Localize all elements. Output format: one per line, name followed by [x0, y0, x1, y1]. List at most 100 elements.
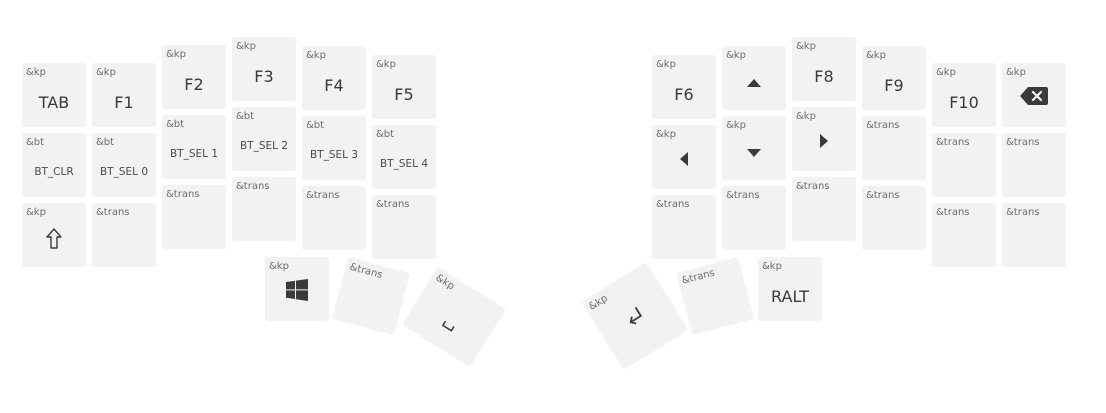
- key-left-r2-c3[interactable]: &trans: [232, 177, 296, 241]
- key-left-thumb-1[interactable]: &trans: [331, 256, 411, 336]
- key-right-r2-c4[interactable]: &trans: [932, 203, 996, 267]
- key-behavior: &trans: [656, 199, 690, 210]
- key-right-r2-c0[interactable]: &trans: [652, 195, 716, 259]
- key-left-r1-c1[interactable]: &bt BT_SEL 0: [92, 133, 156, 197]
- key-right-r2-c3[interactable]: &trans: [862, 186, 926, 250]
- caret-down-icon: [722, 140, 786, 166]
- key-behavior: &kp: [26, 207, 46, 218]
- key-right-r1-c2[interactable]: &kp: [792, 107, 856, 171]
- key-right-r1-c4[interactable]: &trans: [932, 133, 996, 197]
- key-left-r2-c4[interactable]: &trans: [302, 186, 366, 250]
- key-behavior: &kp: [762, 261, 782, 272]
- key-behavior: &trans: [866, 190, 900, 201]
- key-left-r1-c3[interactable]: &bt BT_SEL 2: [232, 107, 296, 171]
- key-right-r1-c0[interactable]: &kp: [652, 125, 716, 189]
- key-left-thumb-2[interactable]: &kp: [402, 266, 506, 368]
- key-behavior: &kp: [433, 272, 457, 293]
- key-right-thumb-2[interactable]: &kp RALT: [758, 257, 822, 321]
- key-left-r2-c0[interactable]: &kp: [22, 203, 86, 267]
- key-behavior: &bt: [306, 120, 325, 131]
- key-left-r1-c4[interactable]: &bt BT_SEL 3: [302, 116, 366, 180]
- enter-icon: [596, 286, 674, 348]
- key-left-r0-c3[interactable]: &kp F3: [232, 37, 296, 101]
- key-behavior: &trans: [796, 181, 830, 192]
- key-right-r2-c5[interactable]: &trans: [1002, 203, 1066, 267]
- caret-left-icon: [652, 146, 716, 172]
- key-right-r0-c3[interactable]: &kp F9: [862, 46, 926, 110]
- backspace-icon: [1002, 83, 1066, 109]
- key-label: F5: [394, 84, 414, 104]
- key-left-r2-c1[interactable]: &trans: [92, 203, 156, 267]
- key-left-r0-c2[interactable]: &kp F2: [162, 45, 226, 109]
- key-right-r2-c1[interactable]: &trans: [722, 186, 786, 250]
- key-behavior: &kp: [936, 67, 956, 78]
- key-left-r1-c2[interactable]: &bt BT_SEL 1: [162, 115, 226, 179]
- key-label: BT_SEL 3: [309, 149, 359, 161]
- key-label: F1: [114, 92, 134, 112]
- key-left-r0-c4[interactable]: &kp F4: [302, 46, 366, 110]
- key-label: RALT: [771, 286, 809, 306]
- windows-icon: [265, 277, 329, 303]
- key-left-r2-c2[interactable]: &trans: [162, 185, 226, 249]
- key-right-thumb-1[interactable]: &trans: [675, 256, 755, 336]
- space-icon: [407, 294, 489, 358]
- key-behavior: &kp: [26, 67, 46, 78]
- key-behavior: &bt: [166, 119, 185, 130]
- key-right-r0-c0[interactable]: &kp F6: [652, 55, 716, 119]
- key-behavior: &kp: [656, 129, 676, 140]
- key-behavior: &trans: [936, 137, 970, 148]
- key-behavior: &kp: [376, 59, 396, 70]
- key-behavior: &kp: [236, 41, 256, 52]
- key-behavior: &kp: [726, 50, 746, 61]
- key-behavior: &trans: [306, 190, 340, 201]
- key-behavior: &bt: [376, 129, 395, 140]
- key-behavior: &trans: [1006, 137, 1040, 148]
- shift-arrow-icon: [22, 226, 86, 252]
- key-right-r0-c5[interactable]: &kp: [1002, 63, 1066, 127]
- key-behavior: &kp: [796, 41, 816, 52]
- key-label: F2: [184, 74, 204, 94]
- key-left-r0-c1[interactable]: &kp F1: [92, 63, 156, 127]
- key-left-r0-c5[interactable]: &kp F5: [372, 55, 436, 119]
- key-behavior: &bt: [26, 137, 45, 148]
- key-right-r0-c1[interactable]: &kp: [722, 46, 786, 110]
- key-label: BT_CLR: [34, 166, 74, 178]
- key-label: F4: [324, 75, 344, 95]
- key-label: BT_SEL 0: [99, 166, 149, 178]
- key-behavior: &kp: [866, 50, 886, 61]
- key-behavior: &kp: [796, 111, 816, 122]
- key-behavior: &trans: [936, 207, 970, 218]
- key-behavior: &trans: [166, 189, 200, 200]
- key-behavior: &bt: [236, 111, 255, 122]
- key-right-r1-c5[interactable]: &trans: [1002, 133, 1066, 197]
- key-behavior: &kp: [587, 292, 610, 313]
- key-behavior: &trans: [866, 120, 900, 131]
- key-behavior: &trans: [376, 199, 410, 210]
- key-behavior: &trans: [726, 190, 760, 201]
- caret-up-icon: [722, 70, 786, 96]
- key-right-thumb-0[interactable]: &kp: [581, 261, 689, 371]
- key-label: TAB: [38, 92, 70, 112]
- key-behavior: &kp: [306, 50, 326, 61]
- key-right-r1-c1[interactable]: &kp: [722, 116, 786, 180]
- key-left-r0-c0[interactable]: &kp TAB: [22, 63, 86, 127]
- key-right-r0-c4[interactable]: &kp F10: [932, 63, 996, 127]
- key-left-r2-c5[interactable]: &trans: [372, 195, 436, 259]
- key-left-r1-c5[interactable]: &bt BT_SEL 4: [372, 125, 436, 189]
- key-label: F6: [674, 84, 694, 104]
- key-behavior: &kp: [166, 49, 186, 60]
- key-right-r0-c2[interactable]: &kp F8: [792, 37, 856, 101]
- key-label: F3: [254, 66, 274, 86]
- key-behavior: &kp: [269, 261, 289, 272]
- key-right-r1-c3[interactable]: &trans: [862, 116, 926, 180]
- key-label: F9: [884, 75, 904, 95]
- key-left-r1-c0[interactable]: &bt BT_CLR: [22, 133, 86, 197]
- key-left-thumb-0[interactable]: &kp: [265, 257, 329, 321]
- key-behavior: &trans: [348, 261, 384, 282]
- key-behavior: &kp: [726, 120, 746, 131]
- key-behavior: &kp: [1006, 67, 1026, 78]
- key-label: BT_SEL 4: [379, 158, 429, 170]
- key-behavior: &bt: [96, 137, 115, 148]
- key-right-r2-c2[interactable]: &trans: [792, 177, 856, 241]
